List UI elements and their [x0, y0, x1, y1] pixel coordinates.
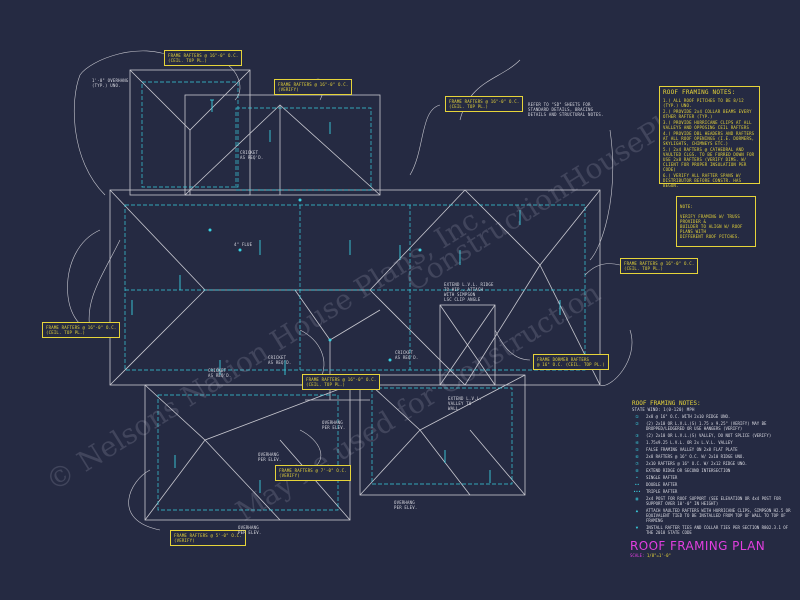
legend-text: 2x10 RAFTERS @ 16" O.C. W/ 2x12 RIDGE UN…	[646, 461, 748, 466]
rafter-label: FRAME RAFTERS @ 16"-0" O.C. (CEIL. TOP P…	[164, 50, 243, 66]
roof-framing-notes-box: ROOF FRAMING NOTES: 1.) ALL ROOF PITCHES…	[659, 86, 760, 188]
legend-symbol: ②	[635, 421, 639, 426]
legend-row: ⑧ EXTEND RIDGE OR SECOND INTERSECTION	[632, 468, 792, 473]
legend-symbol: ••	[634, 482, 640, 487]
legend-symbol: ③	[635, 433, 639, 438]
overhang-note: OVERHANG PER ELEV.	[394, 500, 418, 510]
extend-note: EXTEND L.V.L. RIDGE TO HIP...ATTACH WITH…	[444, 282, 494, 302]
legend-row: ••• TRIPLE RAFTER	[632, 489, 792, 494]
notes-item: 1.) ALL ROOF PITCHES TO BE 8/12 (TYP.) U…	[663, 98, 744, 108]
legend-text: 2x8 @ 16" O.C. WITH 2x10 RIDGE UNO.	[646, 414, 731, 419]
legend-row: ② (2) 2x10 OR L.V.L.(S) 1.75 x 9.25" (VER…	[632, 421, 792, 431]
legend-row: ⑦ 2x10 RAFTERS @ 16" O.C. W/ 2x12 RIDGE U…	[632, 461, 792, 466]
overhang-note: OVERHANG PER ELEV.	[322, 420, 346, 430]
legend-text: 2x8 RAFTERS @ 16" O.C. W/ 2x10 RIDGE UNO…	[646, 454, 745, 459]
legend-text: (2) 2x10 OR L.V.L.(S) VALLEY, DO NOT SPL…	[646, 433, 772, 438]
legend-symbol: ⑧	[635, 468, 639, 473]
verify-note-box: NOTE: VERIFY FRAMING W/ TRUSS PROVIDER &…	[676, 196, 756, 247]
framing-legend: ROOF FRAMING NOTES: STATE WIND: 1(0-120)…	[632, 400, 792, 535]
legend-symbol: ▼	[635, 525, 639, 530]
legend-row: ⑤ FALSE FRAMING VALLEY ON 2x8 FLAT PLATE	[632, 447, 792, 452]
rafter-label: FRAME RAFTERS @ 16"-0" O.C. (CEIL. TOP P…	[302, 374, 381, 390]
notes-item: 5.) 2x4 RAFTERS @ CATHEDRAL AND VAULTED …	[663, 147, 755, 172]
legend-symbol: •••	[633, 489, 641, 494]
legend-symbol: ④	[635, 440, 639, 445]
legend-row: ▣ 2x4 POST FOR ROOF SUPPORT (SEE ELEVATIO…	[632, 496, 792, 506]
legend-text: INSTALL RAFTER TIES AND COLLAR TIES PER …	[646, 525, 789, 535]
cricket-note: CRICKET AS REQ'D.	[240, 150, 264, 160]
legend-row: ▼ INSTALL RAFTER TIES AND COLLAR TIES PER…	[632, 525, 792, 535]
legend-symbol: ▣	[635, 496, 639, 501]
verify-note-body: VERIFY FRAMING W/ TRUSS PROVIDER & BUILD…	[680, 214, 743, 239]
legend-symbol: ⑦	[635, 461, 639, 466]
legend-text: 1.75x9.25 L.V.L. OR 2x L.V.L. VALLEY	[646, 440, 733, 445]
rafter-label: FRAME RAFTERS @ 16"-0" O.C. (CEIL. TOP P…	[445, 96, 524, 112]
verify-note-title: NOTE:	[680, 204, 694, 209]
notes-title: ROOF FRAMING NOTES:	[663, 89, 736, 96]
plan-scale: SCALE: 1/8"=1'-0"	[630, 553, 765, 558]
roof-outline-se	[359, 374, 526, 496]
roof-outline-sw	[144, 384, 351, 521]
legend-row: •• DOUBLE RAFTER	[632, 482, 792, 487]
scale-value: 1/8"=1'-0"	[646, 553, 671, 558]
legend-row: • SINGLE RAFTER	[632, 475, 792, 480]
legend-row: ⑥ 2x8 RAFTERS @ 16" O.C. W/ 2x10 RIDGE UN…	[632, 454, 792, 459]
legend-symbol: ⑤	[635, 447, 639, 452]
rafter-label: FRAME RAFTERS @ 7'-0" O.C. (VERIFY)	[275, 465, 351, 481]
legend-text: EXTEND RIDGE OR SECOND INTERSECTION	[646, 468, 731, 473]
title-block: ROOF FRAMING PLAN SCALE: 1/8"=1'-0"	[630, 539, 765, 558]
legend-symbol: ①	[635, 414, 639, 419]
overhang-note: OVERHANG PER ELEV.	[238, 525, 262, 535]
legend-subtitle: STATE WIND: 1(0-120) MPH	[632, 407, 695, 412]
rafter-label: FRAME RAFTERS @ 16"-0" O.C. (CEIL. TOP P…	[42, 322, 121, 338]
legend-row: ① 2x8 @ 16" O.C. WITH 2x10 RIDGE UNO.	[632, 414, 792, 419]
legend-text: FALSE FRAMING VALLEY ON 2x8 FLAT PLATE	[646, 447, 738, 452]
notes-item: 4.) PROVIDE DBL HEADERS AND RAFTERS AT A…	[663, 131, 755, 146]
cricket-note: CRICKET AS REQ'D.	[208, 368, 232, 378]
overhang-note: OVERHANG PER ELEV.	[258, 452, 282, 462]
cricket-note: CRICKET AS REQ'D.	[268, 355, 292, 365]
notes-item: 3.) PROVIDE HURRICANE CLIPS AT ALL VALLE…	[663, 120, 752, 130]
rafter-label: FRAME RAFTERS @ 16"-0" O.C. (VERIFY)	[274, 79, 353, 95]
legend-symbol: ⑥	[635, 454, 639, 459]
legend-title: ROOF FRAMING NOTES:	[632, 400, 701, 407]
scale-label: SCALE:	[630, 553, 645, 558]
legend-symbol: •	[635, 475, 639, 480]
overhang-note: 1'-0" OVERHANG (TYP.) UNO.	[92, 78, 129, 88]
flue-note: 4" FLUE	[234, 242, 253, 247]
rafter-label: FRAME RAFTERS @ 5'-0" O.C. (VERIFY)	[170, 530, 246, 546]
dormer-label: FRAME DORMER RAFTERS @ 16" O.C. (CEIL. T…	[533, 354, 609, 370]
legend-text: DOUBLE RAFTER	[646, 482, 678, 487]
legend-text: (2) 2x10 OR L.V.L.(S) 1.75 x 9.25" (VERI…	[646, 421, 767, 431]
legend-symbol: ▲	[635, 508, 639, 513]
legend-row: ④ 1.75x9.25 L.V.L. OR 2x L.V.L. VALLEY	[632, 440, 792, 445]
rafter-label: FRAME RAFTERS @ 16"-0" O.C. (CEIL. TOP P…	[620, 258, 699, 274]
notes-item: 6.) VERIFY ALL RAFTER SPANS W/ DISTRIBUT…	[663, 173, 742, 188]
refer-note: REFER TO "SD" SHEETS FOR STANDARD DETAIL…	[528, 102, 604, 117]
legend-text: 2x4 POST FOR ROOF SUPPORT (SEE ELEVATION…	[646, 496, 781, 506]
legend-text: TRIPLE RAFTER	[646, 489, 678, 494]
legend-text: ATTACH VAULTED RAFTERS WITH HURRICANE CL…	[646, 508, 791, 523]
plan-title: ROOF FRAMING PLAN	[630, 539, 766, 553]
notes-item: 2.) PROVIDE 2x4 COLLAR BEAMS EVERY OTHER…	[663, 109, 752, 119]
legend-row: ▲ ATTACH VAULTED RAFTERS WITH HURRICANE C…	[632, 508, 792, 523]
legend-text: SINGLE RAFTER	[646, 475, 678, 480]
cricket-note: CRICKET AS REQ'D.	[395, 350, 419, 360]
legend-row: ③ (2) 2x10 OR L.V.L.(S) VALLEY, DO NOT SP…	[632, 433, 792, 438]
roof-outline-n	[184, 94, 381, 196]
extend-note: EXTEND L.V.L. VALLEY TO WALL	[448, 396, 482, 411]
